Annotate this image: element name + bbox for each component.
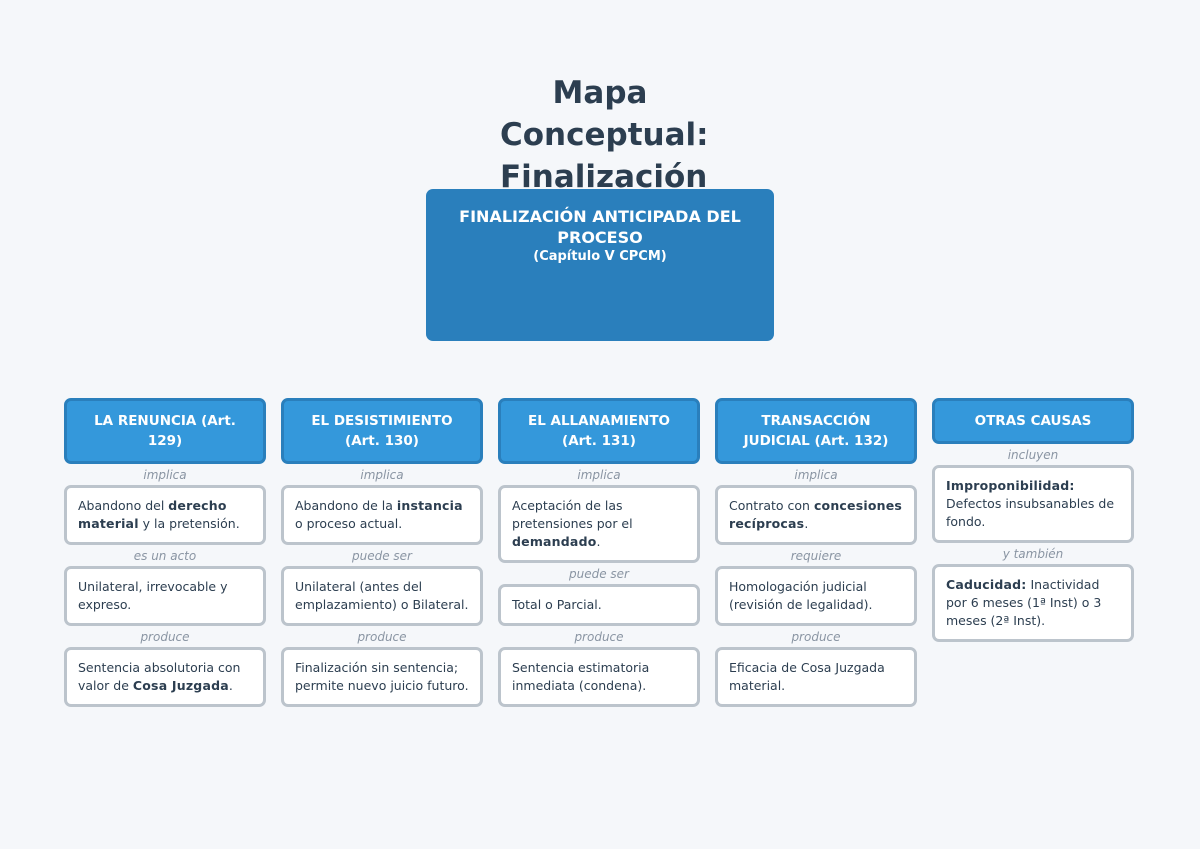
connector-label: produce (357, 630, 407, 644)
card-text: . (804, 516, 809, 531)
card-keyword: Caducidad: (946, 577, 1027, 592)
main-concept-box: FINALIZACIÓN ANTICIPADA DEL PROCESO (Cap… (426, 189, 774, 341)
card-text: . (596, 534, 601, 549)
card-text: Finalización sin sentencia; permite nuev… (295, 660, 469, 693)
connector-label: incluyen (1007, 448, 1059, 462)
column-header: LA RENUNCIA (Art. 129) (64, 398, 266, 464)
concept-card: Abandono del derecho material y la prete… (64, 485, 266, 545)
concept-card: Sentencia absolutoria con valor de Cosa … (64, 647, 266, 707)
card-text: Aceptación de las pretensiones por el (512, 498, 633, 531)
connector-label: implica (794, 468, 838, 482)
concept-card: Homologación judicial (revisión de legal… (715, 566, 917, 626)
concept-card: Eficacia de Cosa Juzgada material. (715, 647, 917, 707)
concept-card: Aceptación de las pretensiones por el de… (498, 485, 700, 563)
card-text: Unilateral (antes del emplazamiento) o B… (295, 579, 469, 612)
concept-card: Unilateral (antes del emplazamiento) o B… (281, 566, 483, 626)
connector-label: puede ser (352, 549, 412, 563)
card-text: Total o Parcial. (512, 597, 602, 612)
card-text: Contrato con (729, 498, 814, 513)
main-concept-subtitle: (Capítulo V CPCM) (533, 249, 667, 264)
connector-label: es un acto (133, 549, 197, 563)
card-text: o proceso actual. (295, 516, 403, 531)
card-text: Sentencia estimatoria inmediata (condena… (512, 660, 650, 693)
card-text: Abandono de la (295, 498, 397, 513)
card-text: Unilateral, irrevocable y expreso. (78, 579, 228, 612)
card-text: y la pretensión. (138, 516, 240, 531)
card-keyword: derecho material (78, 498, 227, 531)
connector-label: puede ser (569, 567, 629, 581)
concept-card: Abandono de la instancia o proceso actua… (281, 485, 483, 545)
column-header: OTRAS CAUSAS (932, 398, 1134, 444)
connector-label: requiere (790, 549, 842, 563)
concept-card: Total o Parcial. (498, 584, 700, 626)
main-concept-title: FINALIZACIÓN ANTICIPADA DEL PROCESO (459, 207, 741, 247)
card-keyword: Improponibilidad: (946, 478, 1075, 493)
concept-card: Sentencia estimatoria inmediata (condena… (498, 647, 700, 707)
connector-label: produce (791, 630, 841, 644)
card-keyword: concesiones recíprocas (729, 498, 903, 531)
connector-label: y también (1002, 547, 1064, 561)
card-text: Homologación judicial (revisión de legal… (729, 579, 873, 612)
concept-card: Contrato con concesiones recíprocas. (715, 485, 917, 545)
concept-card: Unilateral, irrevocable y expreso. (64, 566, 266, 626)
card-text: . (228, 678, 233, 693)
card-keyword: Cosa Juzgada (132, 678, 229, 693)
concept-card: Finalización sin sentencia; permite nuev… (281, 647, 483, 707)
card-keyword: demandado (512, 534, 597, 549)
connector-label: produce (574, 630, 624, 644)
card-text: Abandono del (78, 498, 169, 513)
card-keyword: instancia (396, 498, 463, 513)
column-header: EL DESISTIMIENTO (Art. 130) (281, 398, 483, 464)
concept-card: Caducidad: Inactividad por 6 meses (1ª I… (932, 564, 1134, 642)
column-header: TRANSACCIÓN JUDICIAL (Art. 132) (715, 398, 917, 464)
card-text: Inactividad por 6 meses (1ª Inst) o 3 me… (946, 577, 1102, 628)
card-text: Sentencia absolutoria con valor de (78, 660, 241, 693)
connector-label: implica (360, 468, 404, 482)
concept-card: Improponibilidad: Defectos insubsanables… (932, 465, 1134, 543)
connector-label: implica (143, 468, 187, 482)
card-text: Eficacia de Cosa Juzgada material. (729, 660, 885, 693)
connector-label: produce (140, 630, 190, 644)
column-header: EL ALLANAMIENTO (Art. 131) (498, 398, 700, 464)
card-text: Defectos insubsanables de fondo. (946, 496, 1115, 529)
connector-label: implica (577, 468, 621, 482)
